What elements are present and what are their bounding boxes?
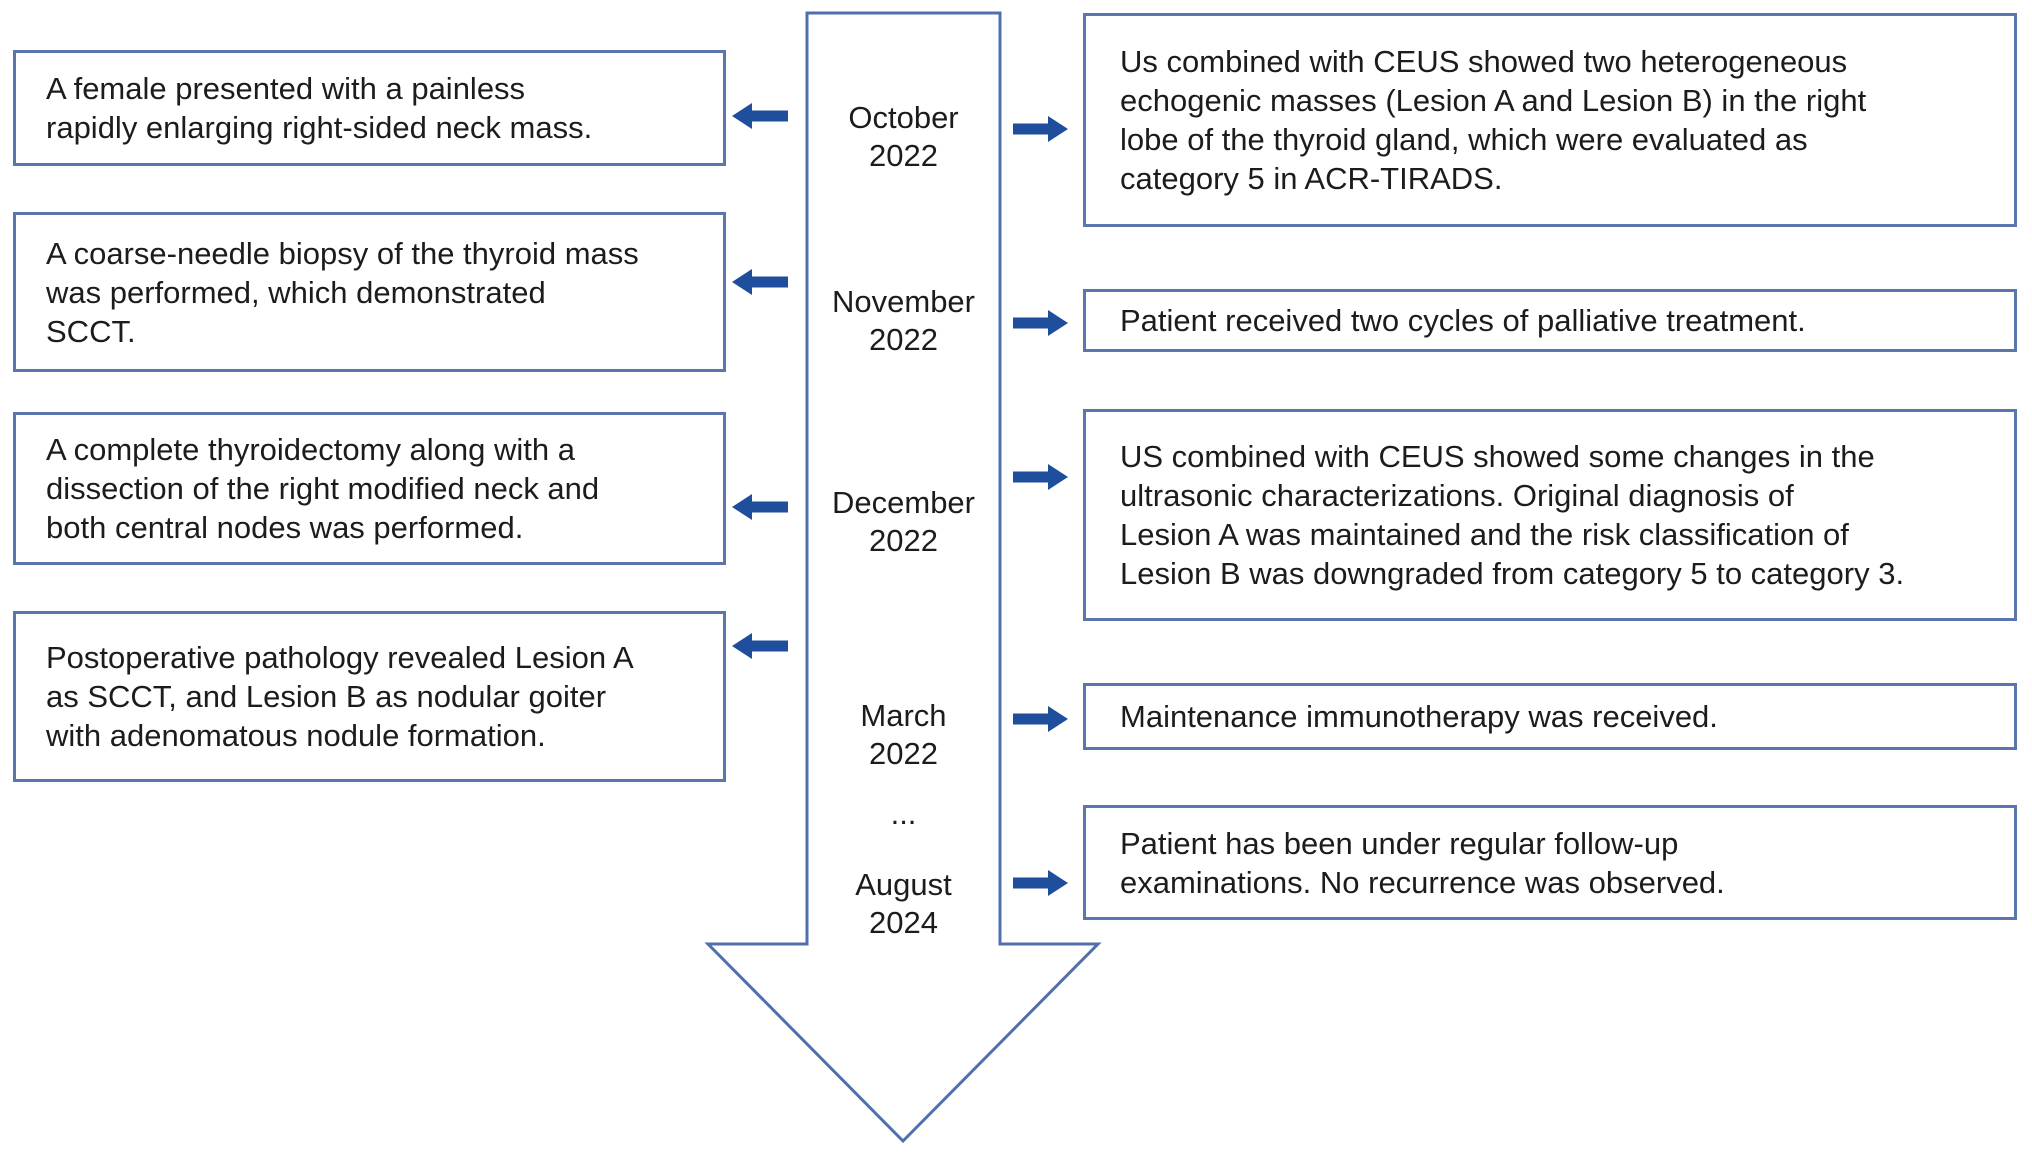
timeline-arrow-shape xyxy=(704,11,1102,1144)
event-text: Us combined with CEUS showed two heterog… xyxy=(1120,44,1867,196)
event-box-followup-imaging: US combined with CEUS showed some change… xyxy=(1083,409,2017,621)
right-arrow-icon xyxy=(1013,310,1068,336)
event-text: Maintenance immunotherapy was received. xyxy=(1120,699,1718,734)
event-text: A coarse-needle biopsy of the thyroid ma… xyxy=(46,235,639,349)
event-box-immunotherapy: Maintenance immunotherapy was received. xyxy=(1083,683,2017,750)
timeline-date-december-2022: December 2022 xyxy=(832,485,975,558)
left-arrow-icon xyxy=(732,103,788,129)
event-box-palliative-treatment: Patient received two cycles of palliativ… xyxy=(1083,289,2017,352)
event-text: Patient received two cycles of palliativ… xyxy=(1120,303,1806,338)
timeline-date-march-2022: March 2022 xyxy=(860,698,947,771)
left-arrow-icon xyxy=(732,494,788,520)
left-arrow-icon xyxy=(732,269,788,295)
right-arrow-icon xyxy=(1013,116,1068,142)
event-text: Patient has been under regular follow-up… xyxy=(1120,825,1725,900)
timeline-date-october-2022: October 2022 xyxy=(848,100,959,173)
event-text: Postoperative pathology revealed Lesion … xyxy=(46,640,634,753)
event-box-surgery: A complete thyroidectomy along with a di… xyxy=(13,412,726,565)
event-box-followup: Patient has been under regular follow-up… xyxy=(1083,805,2017,920)
timeline-date-august-2024: August 2024 xyxy=(855,867,952,940)
timeline-date-november-2022: November 2022 xyxy=(832,284,975,357)
event-box-initial-imaging: Us combined with CEUS showed two heterog… xyxy=(1083,13,2017,227)
right-arrow-icon xyxy=(1013,706,1068,732)
left-arrow-icon xyxy=(732,633,788,659)
right-arrow-icon xyxy=(1013,870,1068,896)
event-box-presentation: A female presented with a painless rapid… xyxy=(13,50,726,166)
right-arrow-icon xyxy=(1013,464,1068,490)
event-text: A female presented with a painless rapid… xyxy=(46,71,593,145)
event-text: A complete thyroidectomy along with a di… xyxy=(46,432,600,545)
event-box-biopsy: A coarse-needle biopsy of the thyroid ma… xyxy=(13,212,726,372)
event-text: US combined with CEUS showed some change… xyxy=(1120,439,1905,591)
event-box-pathology: Postoperative pathology revealed Lesion … xyxy=(13,611,726,782)
timeline-date-ellipsis: ... xyxy=(890,796,917,831)
